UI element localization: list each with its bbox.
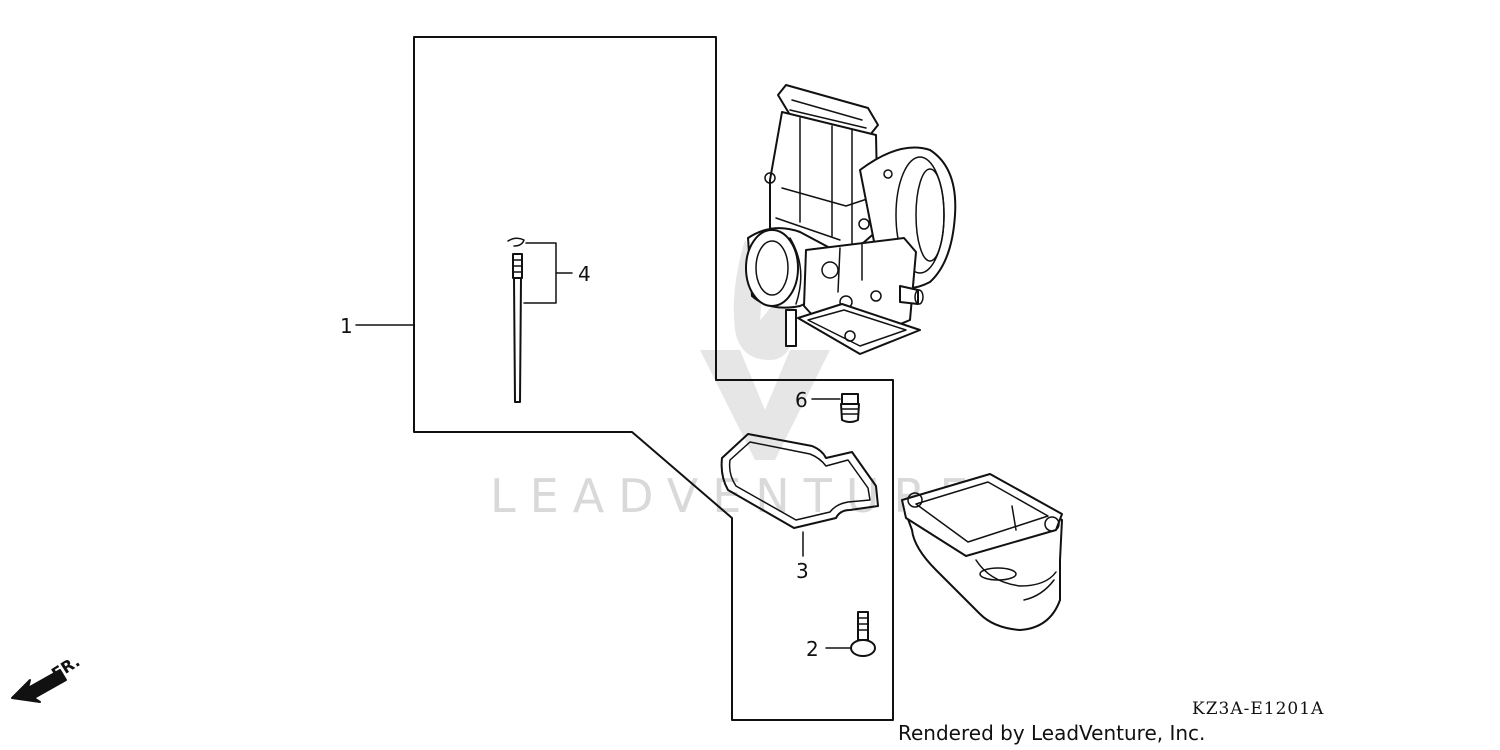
render-credit: Rendered by LeadVenture, Inc. [898, 721, 1205, 745]
callout-2-label: 2 [806, 637, 819, 661]
callout-4-label: 4 [578, 262, 591, 286]
float-bowl-part [901, 473, 1063, 631]
watermark-text: LEADVENTURE [490, 469, 983, 523]
jet-needle-part [507, 237, 525, 403]
callout-3-label: 3 [796, 559, 809, 583]
callout-6-label: 6 [795, 388, 808, 412]
figure-code: KZ3A-E1201A [1192, 699, 1324, 719]
front-direction-arrow-icon [11, 669, 67, 703]
screw-2-part [850, 611, 876, 657]
callout-4-bracket [523, 242, 557, 304]
kit-outline [413, 36, 894, 721]
screw-6-part [840, 393, 860, 423]
gasket-part [720, 433, 879, 529]
carburetor-body-part [745, 84, 957, 355]
callout-1-label: 1 [340, 314, 353, 338]
